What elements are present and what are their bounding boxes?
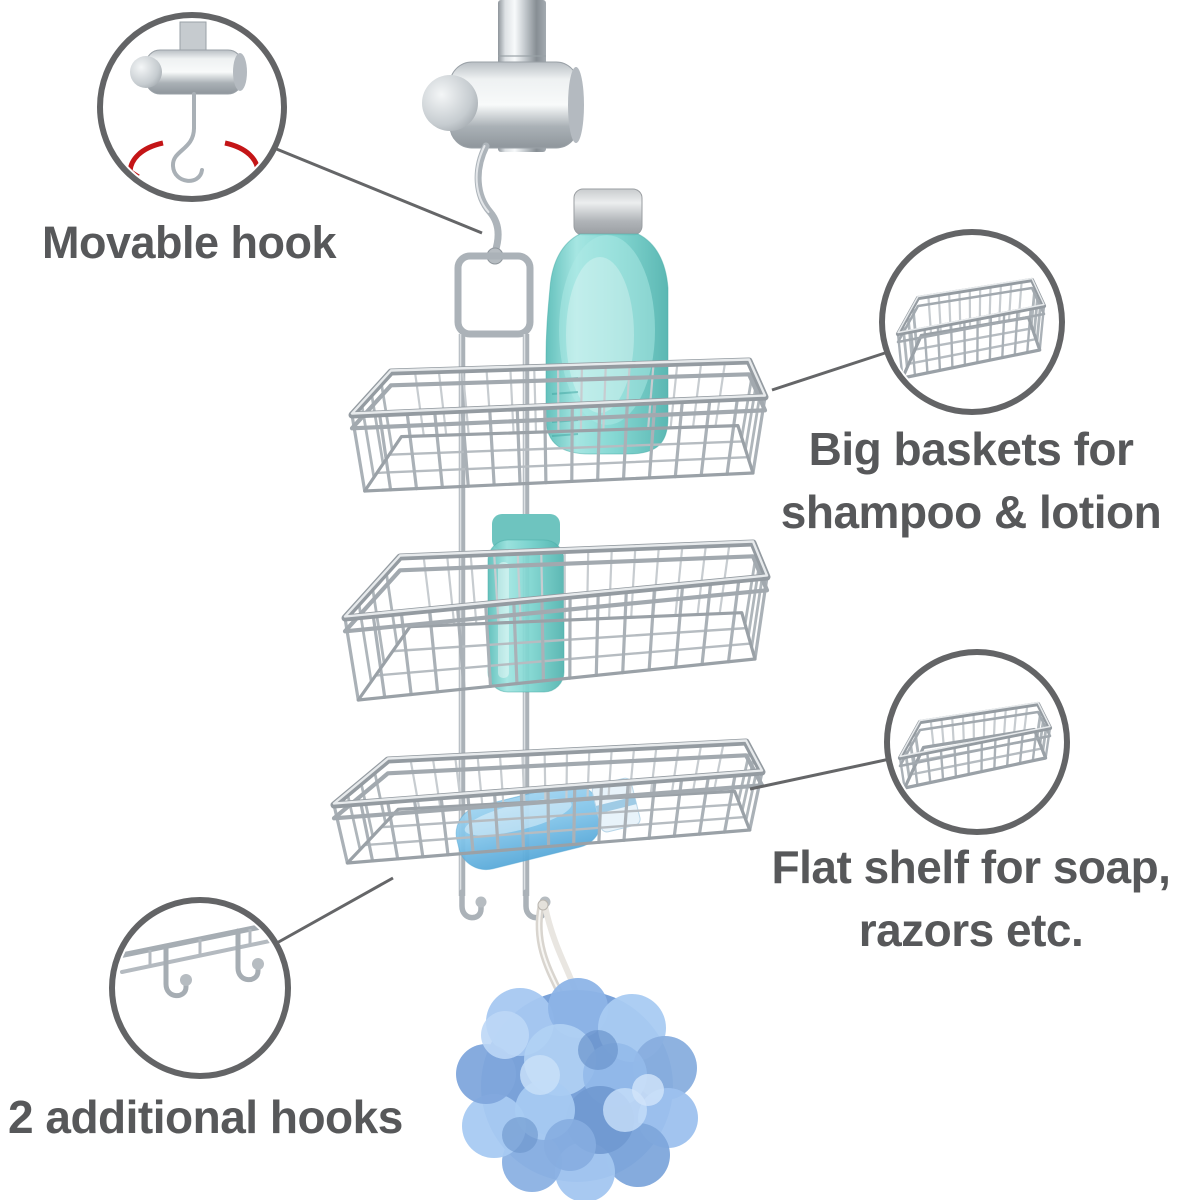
connector-movable-hook	[273, 146, 483, 235]
label-big-baskets: Big baskets for shampoo & lotion	[762, 418, 1180, 545]
label-flat-shelf-line2: razors etc.	[858, 904, 1084, 957]
loofah-sponge	[456, 978, 698, 1200]
label-big-baskets-line2: shampoo & lotion	[780, 486, 1162, 539]
connector-flat-shelf	[749, 757, 891, 791]
callout-movable-hook	[97, 12, 287, 202]
basket-middle	[341, 539, 771, 702]
caddy-hook	[474, 142, 504, 265]
two-hooks-detail-icon	[117, 919, 283, 999]
shower-head-clamp	[422, 61, 584, 149]
flat-shelf-bottom	[330, 738, 766, 865]
connector-lines	[273, 146, 891, 946]
connector-additional-hooks	[274, 876, 394, 946]
callout-additional-hooks	[109, 897, 291, 1079]
flat-shelf-detail-icon	[897, 701, 1053, 790]
connector-big-baskets	[771, 350, 889, 392]
label-flat-shelf: Flat shelf for soap, razors etc.	[762, 836, 1180, 963]
squeeze-tube	[487, 514, 565, 693]
callout-flat-shelf	[884, 649, 1070, 835]
label-flat-shelf-line1: Flat shelf for soap,	[771, 841, 1171, 893]
label-big-baskets-line1: Big baskets for	[808, 423, 1134, 475]
bottle-cap	[573, 188, 643, 236]
movable-hook-detail-icon	[120, 21, 268, 183]
label-movable-hook: Movable hook	[42, 217, 337, 268]
label-additional-hooks: 2 additional hooks	[8, 1091, 403, 1143]
basket-top	[348, 357, 769, 493]
big-basket-detail-icon	[895, 277, 1047, 380]
callout-big-baskets	[879, 229, 1065, 415]
